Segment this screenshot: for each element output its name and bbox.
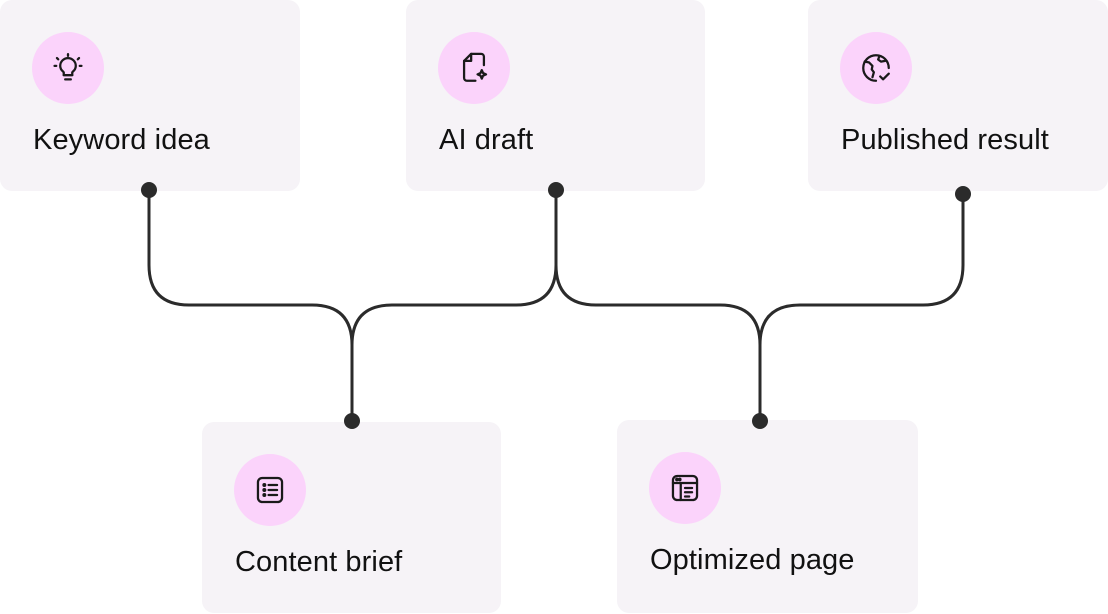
node-optimized-page: Optimized page [617, 420, 918, 613]
node-label: AI draft [439, 124, 534, 156]
node-ai-draft: AI draft [406, 0, 705, 191]
node-label: Content brief [235, 546, 403, 578]
node-published-result: Published result [808, 0, 1108, 191]
connector-keyword-to-brief [147, 188, 354, 422]
layout-icon [649, 452, 721, 524]
connector-published-to-optimized [758, 191, 965, 422]
globe-check-icon [840, 32, 912, 104]
connector-aidraft-to-brief [350, 188, 558, 422]
node-label: Optimized page [650, 544, 855, 576]
connector-dot [752, 413, 768, 429]
connector-aidraft-to-optimized [554, 188, 762, 422]
list-icon [234, 454, 306, 526]
lightbulb-icon [32, 32, 104, 104]
document-sparkle-icon [438, 32, 510, 104]
connector-dot [141, 182, 157, 198]
connector-dot [548, 182, 564, 198]
node-keyword-idea: Keyword idea [0, 0, 300, 191]
connector-dot [344, 413, 360, 429]
node-label: Published result [841, 124, 1049, 156]
connector-dot [955, 186, 971, 202]
node-content-brief: Content brief [202, 422, 501, 613]
node-label: Keyword idea [33, 124, 210, 156]
